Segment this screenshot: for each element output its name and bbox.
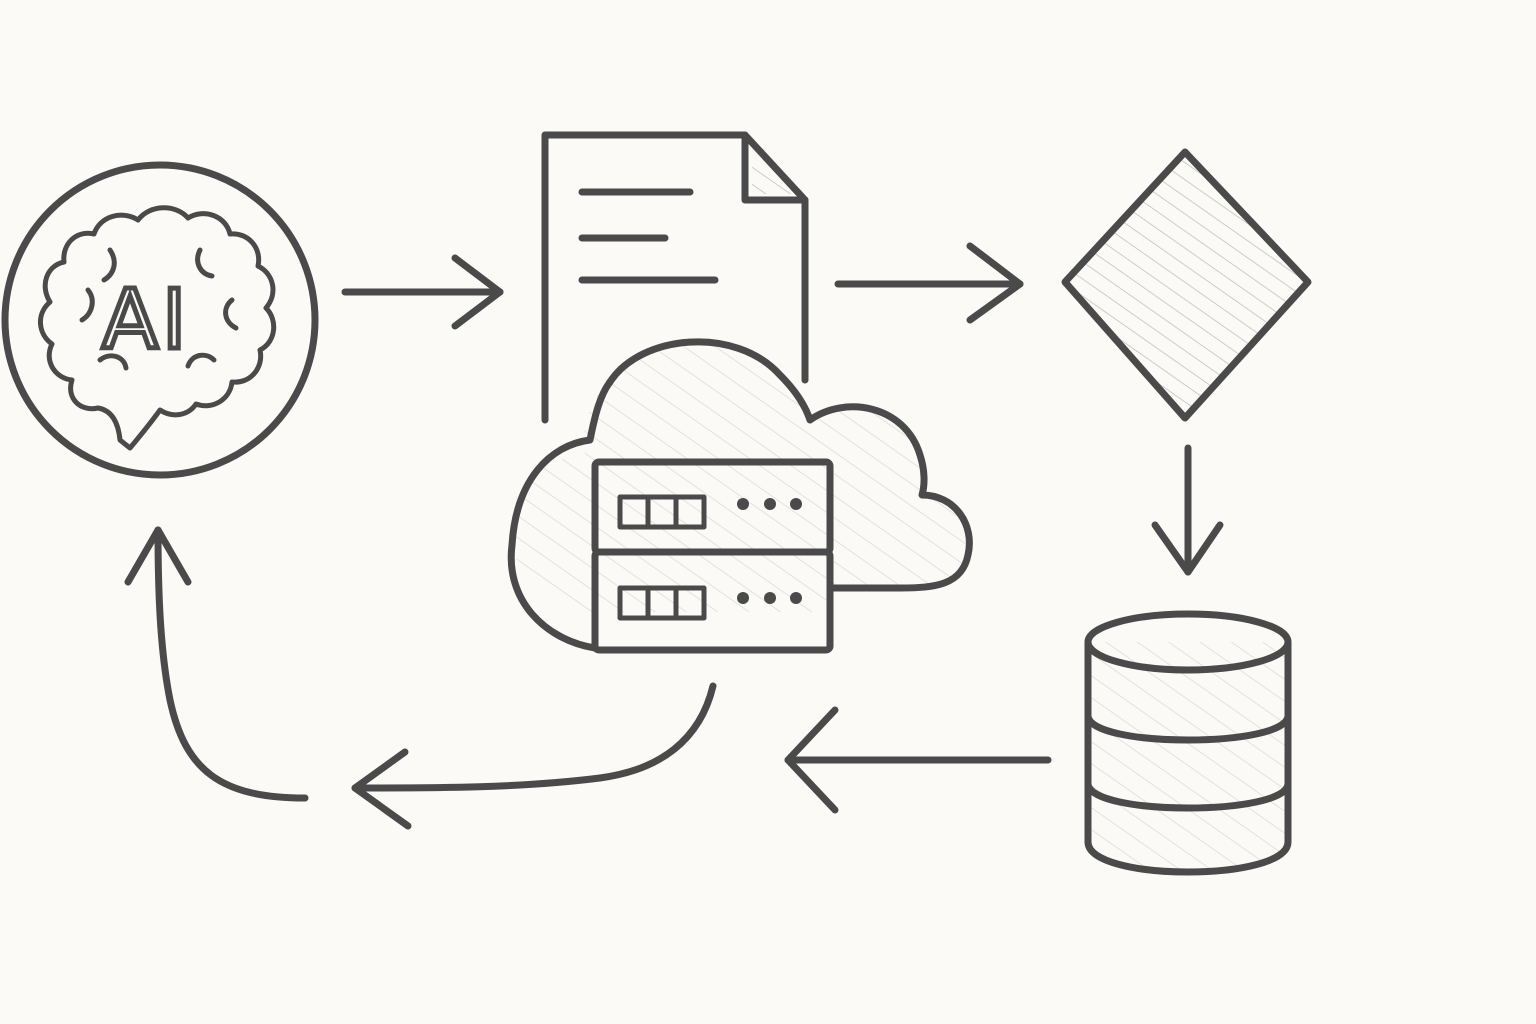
arrow-ai-to-document (341, 254, 504, 330)
ai-label: AI (102, 273, 190, 368)
ai-brain-node: AI (1, 161, 319, 479)
brain-icon (38, 205, 277, 451)
server-slot-bottom (617, 585, 707, 621)
arrow-database-to-cloud (784, 706, 1052, 814)
server-lights-bottom (737, 592, 802, 604)
arrow-document-to-decision (834, 242, 1024, 324)
arrow-return-to-ai (124, 526, 309, 802)
server-slot-top (617, 494, 707, 530)
server-lights-top (737, 498, 802, 510)
database-icon (1084, 610, 1292, 876)
document-icon (541, 131, 809, 424)
cloud-server-icon (507, 338, 973, 654)
arrow-decision-to-database (1151, 444, 1224, 576)
diamond-icon (1061, 148, 1312, 422)
arrow-cloud-to-ai (351, 682, 717, 830)
